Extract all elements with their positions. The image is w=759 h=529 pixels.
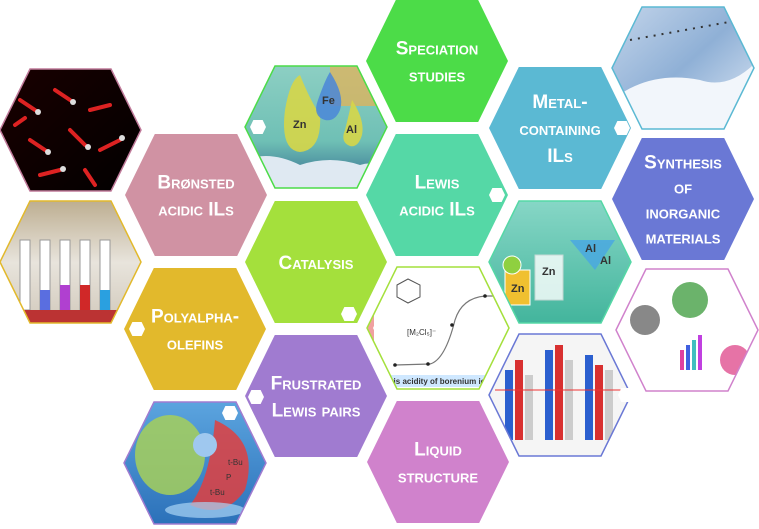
hex-border: [488, 200, 632, 324]
hexagon-shape: [124, 268, 266, 390]
element-label: Al: [600, 255, 611, 267]
hex-border: [0, 68, 142, 192]
topic-label-line: acidic ILs: [158, 200, 234, 221]
group-label: t-Bu: [228, 458, 243, 467]
topic-label-line: Synthesis: [644, 153, 722, 174]
small-hexagon-marker-icon: [341, 307, 357, 321]
topic-hex-bronsted: Brønsted acidic ILs: [125, 134, 267, 256]
topic-hex-catalysis: Catalysis: [245, 201, 387, 323]
anion-label: [M₂Cl₅]⁻: [407, 328, 436, 337]
hex-border: [0, 200, 142, 324]
topic-label-line: Liquid: [414, 440, 462, 461]
topic-label-line: Polyalpha-: [151, 307, 239, 328]
topic-hex-speciation: Speciation studies: [366, 0, 508, 122]
topic-hex-synthesis: Synthesis of inorganic materials: [612, 138, 754, 260]
topic-hex-lewis: Lewis acidic ILs: [366, 134, 508, 256]
hex-border: [611, 6, 755, 130]
topic-label-line: Metal-: [532, 92, 587, 113]
hexagon-shape: [367, 401, 509, 523]
small-hexagon-marker-icon: [129, 322, 145, 336]
small-hexagon-marker-icon: [489, 188, 505, 202]
topic-label-line: inorganic: [646, 203, 721, 224]
test-tubes-image-hex: [0, 201, 141, 323]
topic-label-line: Catalysis: [279, 253, 354, 274]
hexagon-shape: [612, 138, 754, 260]
element-label: Zn: [542, 266, 556, 278]
landscape-image-hex: [612, 7, 754, 129]
hex-border: [123, 401, 267, 525]
topic-hex-polyalpha: Polyalpha-olefins: [124, 268, 266, 390]
element-label: Zn: [293, 119, 307, 131]
topic-label-line: olefins: [167, 334, 224, 355]
topic-label-line: Speciation: [396, 39, 479, 60]
topic-label-line: Brønsted: [157, 173, 234, 194]
topic-label-line: acidic ILs: [399, 200, 475, 221]
bar-chart-image-hex: [489, 334, 631, 456]
small-hexagon-marker-icon: [373, 321, 389, 335]
topic-label-line: Frustrated: [271, 374, 362, 395]
cocktail-image-hex: Zn Zn Al Al: [489, 201, 631, 323]
graph-caption: Lewis acidity of borenium ionic li: [378, 377, 504, 386]
element-label: Zn: [511, 283, 525, 295]
small-hexagon-marker-icon: [614, 121, 630, 135]
hexagon-shape: [366, 0, 508, 122]
small-hexagon-marker-icon: [248, 390, 264, 404]
hexagon-shape: [125, 134, 267, 256]
hex-border: [244, 65, 388, 189]
topic-label-line: Lewis: [415, 173, 460, 194]
element-label: Al: [346, 124, 357, 136]
topic-label-line: studies: [409, 66, 466, 87]
topic-label-line: Lewis pairs: [272, 401, 361, 422]
hex-border: [615, 268, 759, 392]
topic-label-line: structure: [398, 467, 478, 488]
hex-border: [366, 266, 510, 390]
hexagon-shape: [489, 67, 631, 189]
group-label: t-Bu: [210, 488, 225, 497]
topic-hex-liquid: Liquid structure: [367, 401, 509, 523]
hexagon-shape: [245, 335, 387, 457]
small-hexagon-marker-icon: [250, 120, 266, 134]
borenium-graph-image-hex: [M₂Cl₅]⁻ Lewis acidity of borenium ionic…: [367, 267, 509, 389]
element-label: Al: [585, 243, 596, 255]
topic-label-line: materials: [646, 228, 721, 249]
small-hexagon-marker-icon: [618, 388, 634, 402]
metal-drops-image-hex: Zn Fe Al: [245, 66, 387, 188]
molecular-dynamics-image-hex: [0, 69, 141, 191]
materials-plot-image-hex: [616, 269, 758, 391]
topic-label-line: ILs: [547, 146, 573, 167]
element-label: Fe: [322, 95, 335, 107]
group-label: P: [226, 473, 231, 482]
hexagon-shape: [366, 134, 508, 256]
frustrated-pair-image-hex: t-Bu P t-Bu: [124, 402, 266, 524]
small-hexagon-marker-icon: [222, 406, 238, 420]
hexagon-shape: [245, 201, 387, 323]
topic-label-line: containing: [519, 119, 600, 140]
topic-label-line: of: [674, 178, 692, 199]
